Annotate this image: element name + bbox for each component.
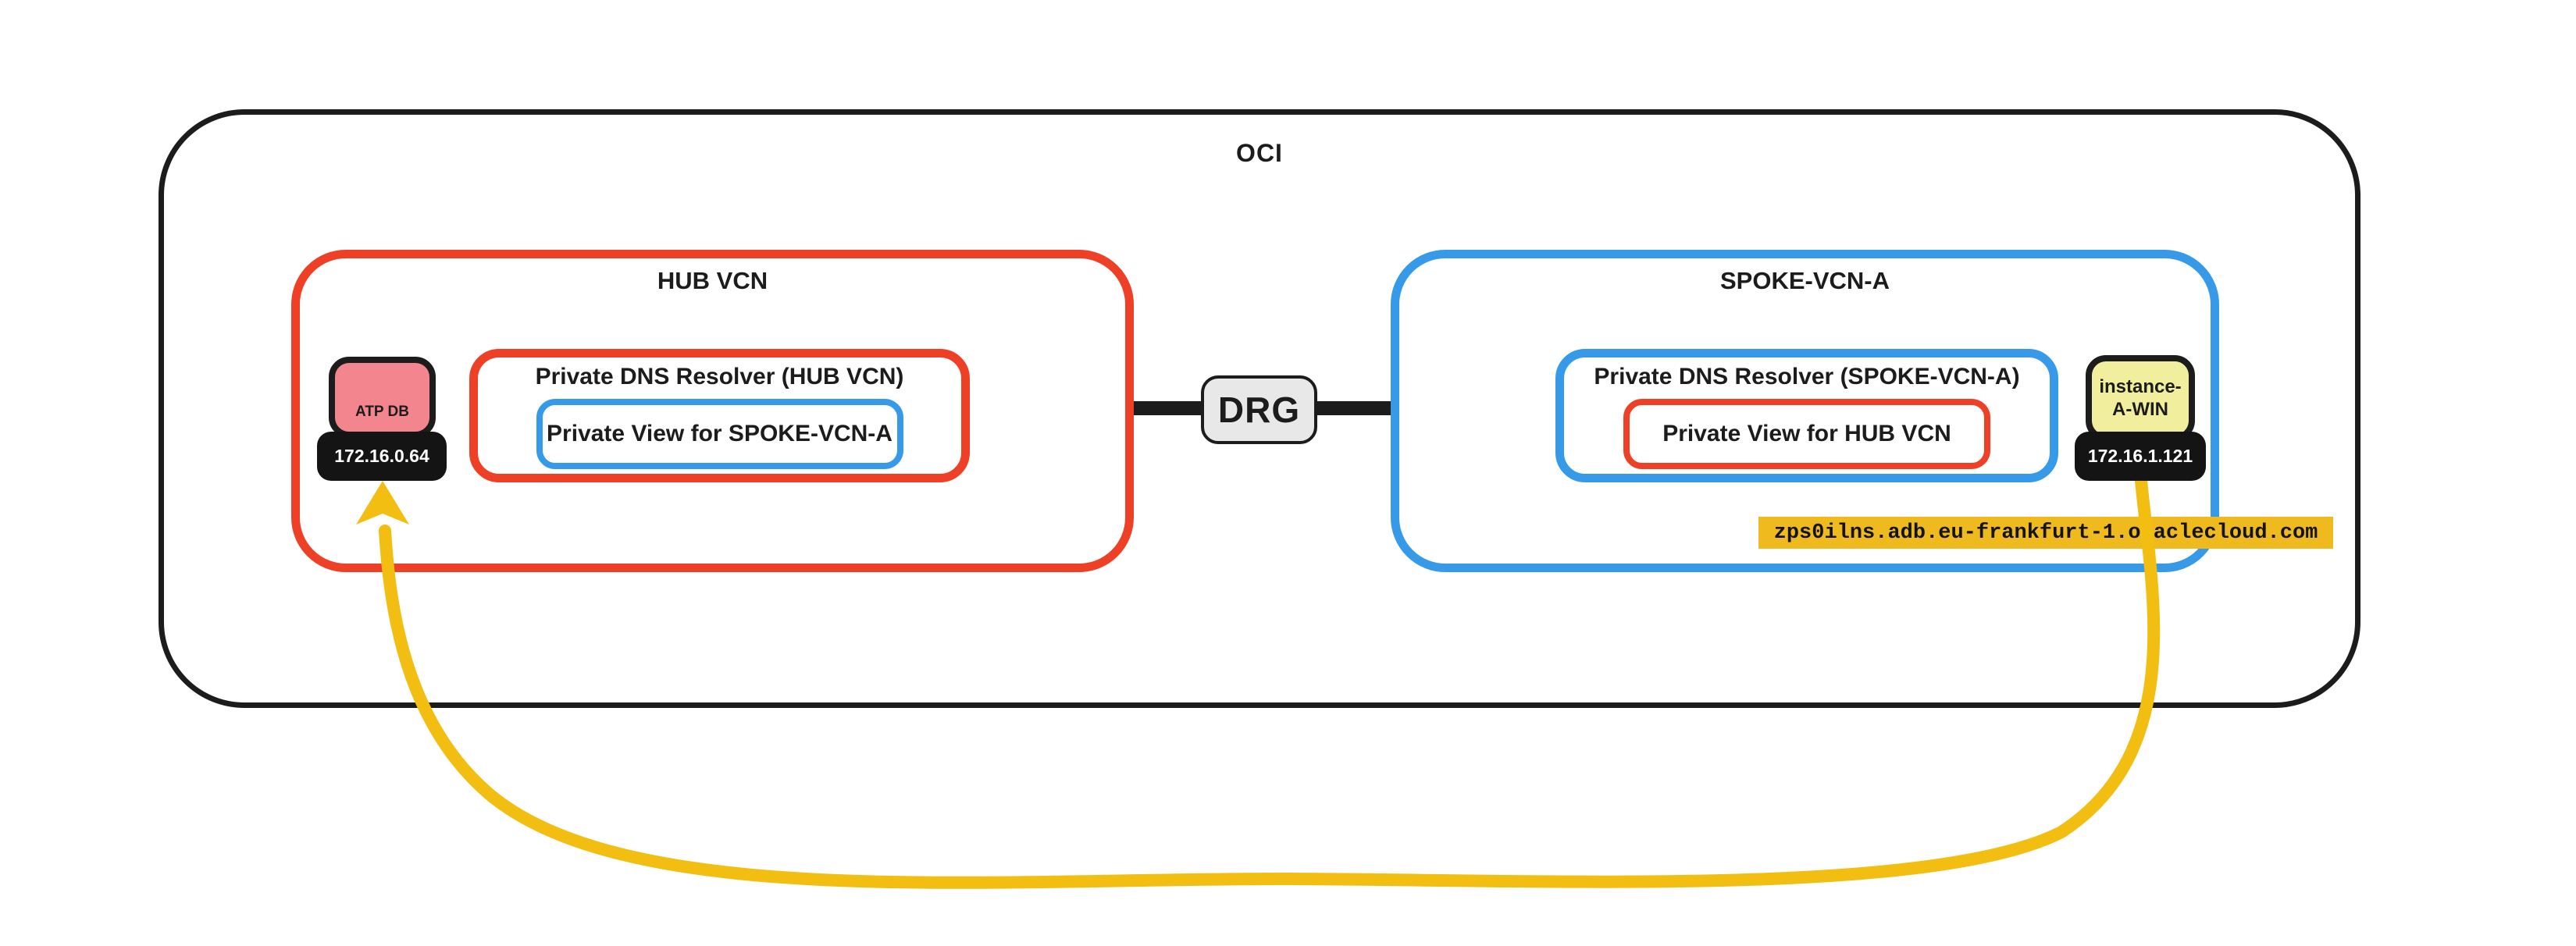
hub-dns-resolver-box: Private DNS Resolver (HUB VCN) Private V… <box>469 349 970 482</box>
hub-private-view-box: Private View for SPOKE-VCN-A <box>536 399 903 469</box>
atp-db-icon: ATP DB 172.16.0.64 <box>317 355 447 481</box>
oci-title: OCI <box>1236 139 1283 167</box>
spoke-dns-resolver-box: Private DNS Resolver (SPOKE-VCN-A) Priva… <box>1555 349 2058 482</box>
instance-a-win-label: instance- A-WIN <box>2086 355 2195 441</box>
hub-dns-resolver-title: Private DNS Resolver (HUB VCN) <box>535 364 904 389</box>
instance-a-win-ip-badge: 172.16.1.121 <box>2075 432 2206 481</box>
spoke-private-view-box: Private View for HUB VCN <box>1623 399 1990 469</box>
atp-db-label: ATP DB <box>329 357 436 438</box>
spoke-dns-resolver-title: Private DNS Resolver (SPOKE-VCN-A) <box>1594 364 2020 389</box>
hub-vcn-label: HUB VCN <box>657 267 768 294</box>
atp-db-ip-badge: 172.16.0.64 <box>317 432 447 481</box>
spoke-vcn-a-label: SPOKE-VCN-A <box>1719 267 1890 294</box>
drg-node: DRG <box>1201 375 1317 444</box>
instance-a-win-icon: instance- A-WIN 172.16.1.121 <box>2075 355 2206 481</box>
fqdn-highlight: zps0ilns.adb.eu-frankfurt-1.oraclecloud.… <box>1758 517 2333 549</box>
